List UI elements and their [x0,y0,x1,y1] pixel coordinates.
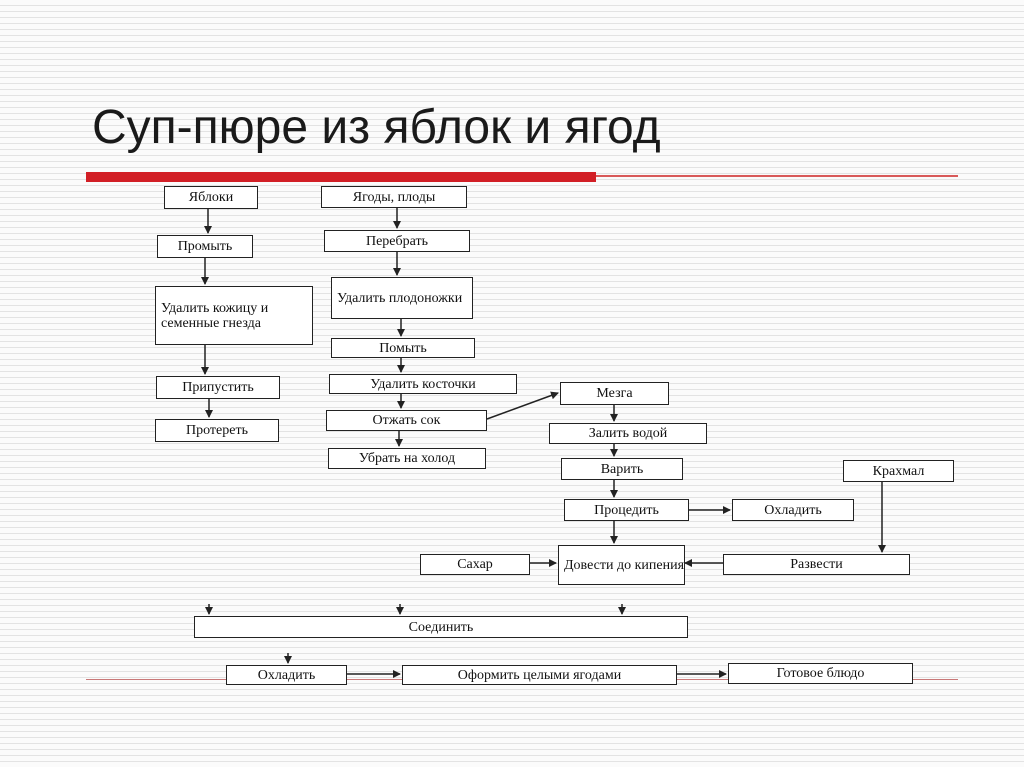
step-remove-pits: Удалить косточки [329,374,517,394]
step-starch: Крахмал [843,460,954,482]
step-chill: Убрать на холод [328,448,486,469]
step-pulp: Мезга [560,382,669,405]
step-squeeze-juice: Отжать сок [326,410,487,431]
step-garnish: Оформить целыми ягодами [402,665,677,685]
step-strain: Процедить [564,499,689,521]
step-cool: Охладить [732,499,854,521]
step-add-water: Залить водой [549,423,707,444]
step-combine: Соединить [194,616,688,638]
connector-juice-pulp [486,391,559,420]
step-berries: Ягоды, плоды [321,186,467,208]
step-poach: Припустить [156,376,280,399]
step-ready-dish: Готовое блюдо [728,663,913,684]
title-underline-red [86,172,596,182]
step-rub: Протереть [155,419,279,442]
title-underline-thin [596,175,958,177]
step-remove-stems: Удалить плодоножки [331,277,473,319]
step-boil: Варить [561,458,683,480]
slide-title: Суп-пюре из яблок и ягод [92,101,661,154]
step-sort: Перебрать [324,230,470,252]
step-dilute: Развести [723,554,910,575]
step-cool-final: Охладить [226,665,347,685]
step-wash-apples: Промыть [157,235,253,258]
step-remove-skin: Удалить кожицу и семенные гнезда [155,286,313,345]
step-apples: Яблоки [164,186,258,209]
step-sugar: Сахар [420,554,530,575]
step-wash-berries: Помыть [331,338,475,358]
step-bring-to-boil: Довести до кипения [558,545,685,585]
